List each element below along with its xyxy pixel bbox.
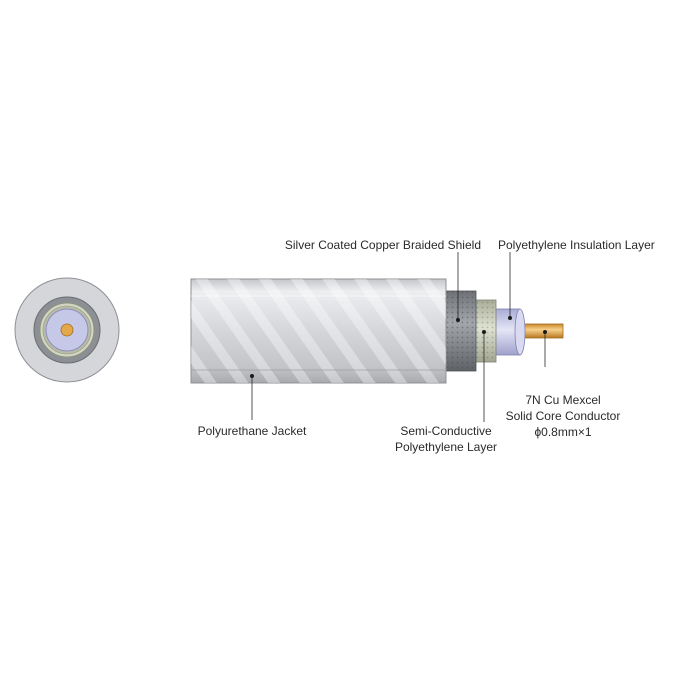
dot-semi-conductive — [482, 330, 486, 334]
callouts — [251, 252, 546, 422]
dot-insulation — [508, 316, 512, 320]
label-jacket: Polyurethane Jacket — [198, 424, 307, 438]
label-conductor-2: Solid Core Conductor — [506, 409, 621, 423]
label-semi-conductive-2: Polyethylene Layer — [395, 440, 497, 454]
dot-conductor — [543, 330, 547, 334]
label-conductor-3: ϕ0.8mm×1 — [534, 425, 591, 439]
cross-section-conductor — [60, 323, 74, 337]
callout-dots — [250, 316, 547, 378]
braided-shield-texture — [446, 291, 476, 371]
label-conductor-1: 7N Cu Mexcel — [525, 393, 600, 407]
label-semi-conductive-1: Semi-Conductive — [400, 424, 492, 438]
label-braided-shield: Silver Coated Copper Braided Shield — [285, 238, 481, 252]
jacket-stripes — [191, 279, 446, 383]
cross-section — [14, 277, 120, 383]
side-view — [190, 278, 564, 384]
dot-braided-shield — [456, 318, 460, 322]
insulation-end — [514, 308, 526, 356]
label-insulation: Polyethylene Insulation Layer — [498, 238, 655, 252]
dot-jacket — [250, 374, 254, 378]
